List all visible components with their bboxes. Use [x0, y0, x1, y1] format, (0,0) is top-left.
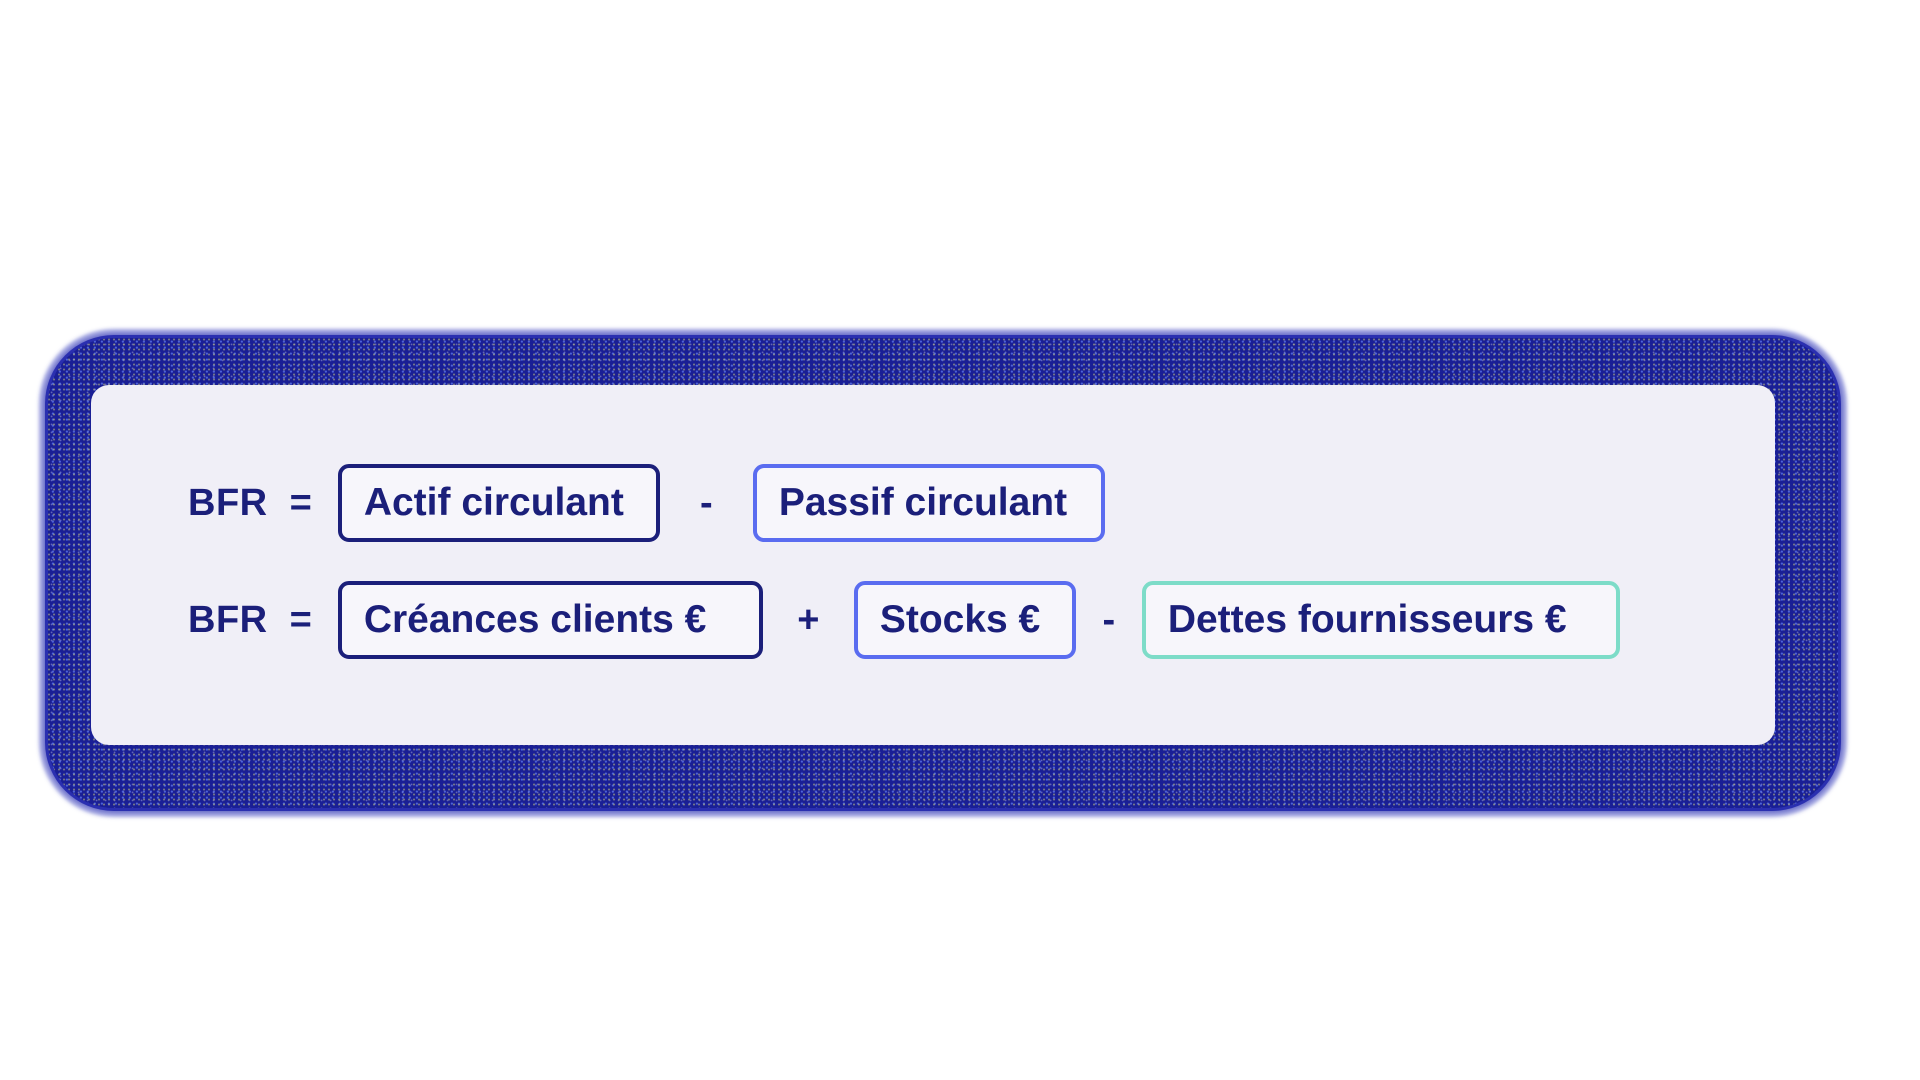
equals-sign: = [289, 481, 312, 524]
stocks-box: Stocks € [853, 581, 1076, 659]
bfr-label: BFR [188, 481, 268, 524]
bfr-label: BFR [188, 598, 268, 641]
dettes-fournisseurs-box: Dettes fournisseurs € [1141, 581, 1620, 659]
formula-row-2: BFR = Créances clients € + Stocks € - De… [188, 581, 1620, 659]
creances-clients-box: Créances clients € [337, 581, 763, 659]
minus-operator: - [1102, 598, 1116, 641]
formula-row-1: BFR = Actif circulant - Passif circulant [188, 464, 1105, 542]
actif-circulant-box: Actif circulant [337, 464, 660, 542]
passif-circulant-box: Passif circulant [752, 464, 1105, 542]
minus-operator: - [699, 481, 713, 524]
formula-card [91, 385, 1775, 745]
equals-sign: = [289, 598, 312, 641]
plus-operator: + [797, 598, 820, 641]
